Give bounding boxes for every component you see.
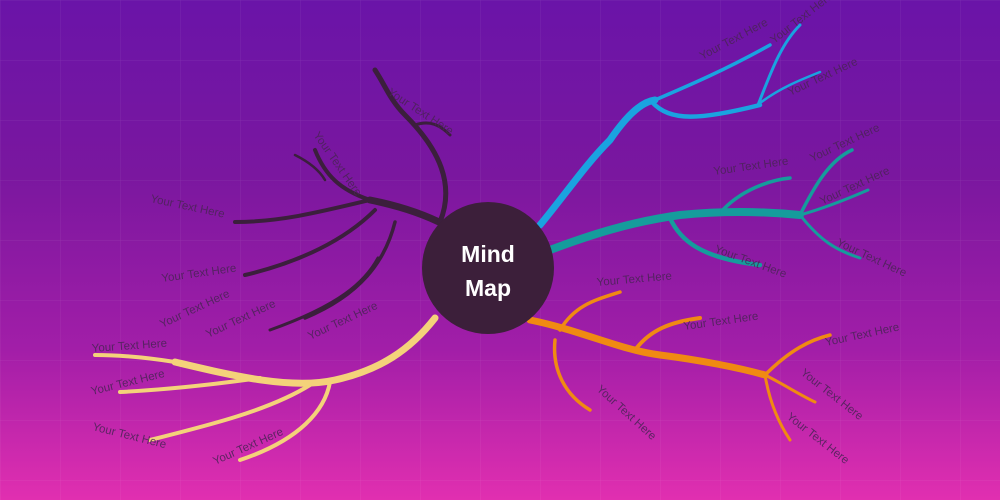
dark-label-7[interactable]: Your Text Here [306,300,379,343]
branch-blue [536,23,822,229]
center-title-line2: Map [465,275,511,301]
branch-dark-arm-upper-twig [293,153,327,182]
branch-teal-trunk [546,207,804,254]
orange-label-3[interactable]: Your Text Here [594,383,658,442]
branch-teal-arm-down [667,215,763,268]
branch-orange-arm-right-up [763,333,832,377]
branch-dark-arm-top-twig [413,121,452,137]
branch-orange-arm-up [558,290,622,332]
branch-blue-arm-low [649,99,763,119]
branch-dark-trunk [366,196,449,229]
branch-dark-arm-low [303,220,397,320]
branch-teal-arm-up [718,176,792,215]
yellow-label-3[interactable]: Your Text Here [91,421,167,451]
dark-label-4[interactable]: Your Text Here [161,263,237,285]
orange-label-4[interactable]: Your Text Here [824,322,900,349]
branch-yellow-arm-bottom [238,380,332,462]
branch-yellow-arm-top [93,353,177,364]
branch-orange-arm-down [552,338,592,412]
orange-label-1[interactable]: Your Text Here [596,270,672,289]
branch-dark-arm-low2 [268,256,380,332]
branch-orange [526,290,832,442]
teal-label-5[interactable]: Your Text Here [835,237,908,280]
blue-label-2[interactable]: Your Text Here [768,0,835,46]
center-circle [422,202,554,334]
orange-label-2[interactable]: Your Text Here [683,311,759,333]
branch-blue-arm-high [653,43,772,102]
branch-dark-arm-top [372,67,449,225]
branch-yellow-arm-low [148,383,312,442]
teal-label-2[interactable]: Your Text Here [808,122,881,165]
blue-label-1[interactable]: Your Text Here [698,17,770,63]
teal-label-1[interactable]: Your Text Here [713,156,789,178]
orange-label-6[interactable]: Your Text Here [784,411,851,467]
branch-yellow [93,314,439,462]
branch-dark-arm-mid [243,208,377,277]
branch-teal [546,148,870,268]
teal-label-3[interactable]: Your Text Here [818,165,891,208]
center-title-line1: Mind [461,241,515,267]
dark-label-3[interactable]: Your Text Here [149,193,225,220]
branch-dark-arm-left [233,198,372,224]
teal-label-4[interactable]: Your Text Here [713,244,788,281]
branch-teal-arm-right-down [798,213,862,260]
branch-yellow-arm-mid [118,376,262,394]
branch-orange-arm-right-mid [763,373,817,404]
branch-teal-arm-right-up [798,148,854,217]
dark-label-2[interactable]: Your Text Here [311,130,364,199]
blue-label-3[interactable]: Your Text Here [786,56,859,99]
branch-blue-arm-right2 [758,70,822,105]
branch-orange-arm-right-down [763,373,792,442]
branch-orange-arm-mid [633,316,702,352]
branch-yellow-trunk [171,314,439,387]
branch-blue-trunk [536,96,659,229]
yellow-label-1[interactable]: Your Text Here [91,338,167,355]
branch-teal-arm-right-mid [798,188,870,217]
branch-dark-arm-upper [313,148,372,202]
center-node[interactable]: Mind Map [422,202,554,334]
orange-label-5[interactable]: Your Text Here [798,367,865,423]
branch-orange-trunk [526,316,769,379]
branch-blue-arm-right [756,23,802,107]
branch-dark [233,67,452,332]
